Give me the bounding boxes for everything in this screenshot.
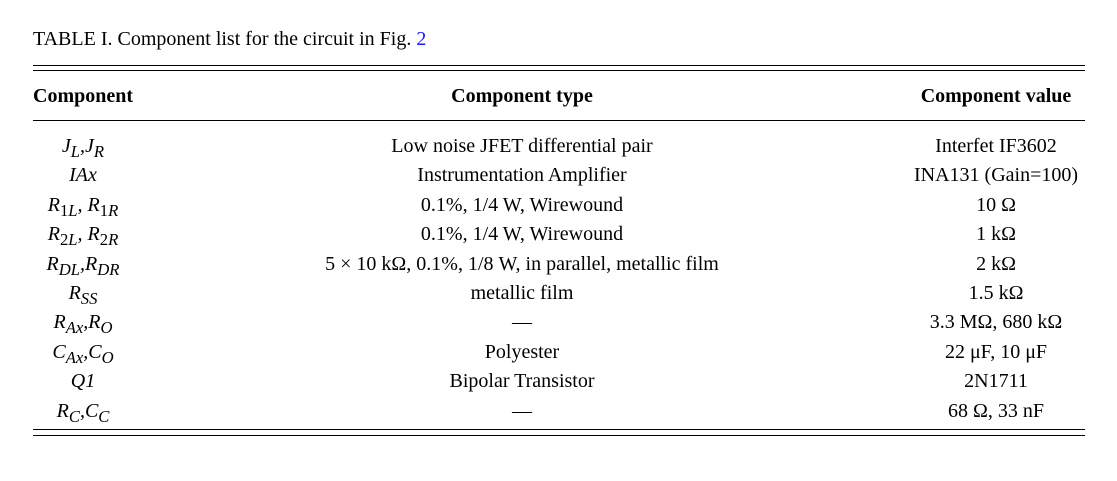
bottom-rule-2 — [33, 435, 1085, 436]
cell-type: Polyester — [484, 340, 560, 363]
cell-type: — — [512, 399, 532, 422]
table-row: RAx,RO — 3.3 MΩ, 680 kΩ — [33, 311, 1085, 340]
cell-type: — — [512, 311, 532, 334]
cell-type: Low noise JFET differential pair — [391, 135, 653, 157]
cell-type: Bipolar Transistor — [449, 370, 595, 393]
cell-component: RSS — [68, 282, 98, 308]
caption-text: TABLE I. Component list for the circuit … — [33, 28, 417, 50]
table-row: JL,JR Low noise JFET differential pair Int… — [33, 135, 1085, 164]
cell-value: 68 Ω, 33 nF — [948, 399, 1044, 422]
table-row: RC,CC — 68 Ω, 33 nF — [33, 400, 1085, 429]
cell-value: 2 kΩ — [976, 252, 1016, 275]
cell-type: Instrumentation Amplifier — [417, 164, 627, 187]
cell-value: 22 μF, 10 μF — [944, 340, 1048, 363]
table-row: Q1 Bipolar Transistor 2N1711 — [33, 370, 1085, 399]
cell-value: INA131 (Gain=100) — [913, 164, 1079, 187]
cell-value: 1 kΩ — [976, 223, 1016, 246]
cell-component: R1L, R1R — [47, 193, 119, 220]
cell-component: IAx — [69, 164, 97, 187]
header-component: Component — [33, 85, 134, 107]
table-caption: TABLE I. Component list for the circuit … — [33, 28, 426, 51]
bottom-rule-1 — [33, 429, 1085, 430]
cell-component: JL,JR — [61, 135, 105, 161]
figure-link[interactable]: 2 — [416, 28, 427, 50]
table-row: R2L, R2R 0.1%, 1/4 W, Wirewound 1 kΩ — [33, 223, 1085, 252]
cell-component: Q1 — [70, 370, 96, 393]
table-row: RSS metallic film 1.5 kΩ — [33, 282, 1085, 311]
top-rule-1 — [33, 65, 1085, 66]
cell-type: 0.1%, 1/4 W, Wirewound — [420, 193, 624, 216]
header-rule — [33, 120, 1085, 121]
header-component-value: Component value — [920, 85, 1072, 107]
cell-type: 0.1%, 1/4 W, Wirewound — [420, 223, 624, 246]
cell-component: RDL,RDR — [46, 252, 120, 279]
cell-component: RC,CC — [56, 399, 110, 426]
cell-component: RAx,RO — [53, 311, 113, 338]
table-row: RDL,RDR 5 × 10 kΩ, 0.1%, 1/8 W, in parall… — [33, 253, 1085, 282]
cell-type: metallic film — [470, 282, 574, 304]
table-row: R1L, R1R 0.1%, 1/4 W, Wirewound 10 Ω — [33, 194, 1085, 223]
top-rule-2 — [33, 70, 1085, 71]
cell-value: 1.5 kΩ — [968, 282, 1024, 304]
cell-value: 3.3 MΩ, 680 kΩ — [929, 311, 1063, 334]
table-row: CAx,CO Polyester 22 μF, 10 μF — [33, 341, 1085, 370]
table-row: IAx Instrumentation Amplifier INA131 (Gain… — [33, 164, 1085, 193]
cell-value: 10 Ω — [976, 193, 1016, 216]
cell-value: 2N1711 — [964, 370, 1028, 393]
cell-component: R2L, R2R — [47, 223, 119, 250]
cell-component: CAx,CO — [52, 340, 114, 367]
cell-type: 5 × 10 kΩ, 0.1%, 1/8 W, in parallel, met… — [325, 252, 719, 275]
header-component-type: Component type — [451, 85, 593, 107]
cell-value: Interfet IF3602 — [935, 135, 1057, 157]
